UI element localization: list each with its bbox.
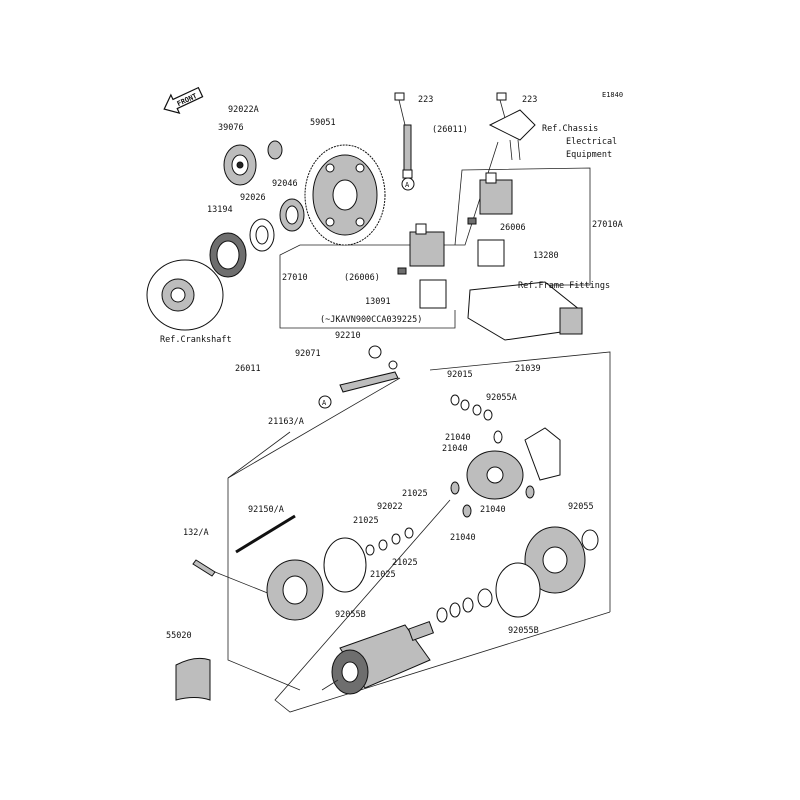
- label-92055B-left: 92055B: [335, 610, 366, 620]
- label-ref-chassis-3: Equipment: [566, 150, 612, 160]
- label-21025-c: 21025: [392, 558, 418, 568]
- front-arrow-icon: FRONT: [163, 86, 204, 114]
- part-labels: E1840 223 223 (26011) Ref.Chassis Electr…: [160, 91, 623, 641]
- label-26011: 26011: [235, 364, 261, 374]
- label-26011-top: (26011): [432, 125, 468, 135]
- label-21040-b: 21040: [442, 444, 468, 454]
- label-92210: 92210: [335, 331, 361, 341]
- label-55020: 55020: [166, 631, 192, 641]
- label-59051: 59051: [310, 118, 336, 128]
- label-27010A: 27010A: [592, 220, 623, 230]
- label-132A: 132/A: [183, 528, 209, 538]
- label-21163A: 21163/A: [268, 417, 304, 427]
- label-92022: 92022: [377, 502, 403, 512]
- label-ref-chassis-1: Ref.Chassis: [542, 124, 598, 134]
- label-39076: 39076: [218, 123, 244, 133]
- starter-cable: [339, 345, 399, 393]
- label-92046: 92046: [272, 179, 298, 189]
- label-92055A: 92055A: [486, 393, 517, 403]
- label-ref-chassis-2: Electrical: [566, 137, 617, 147]
- marker-a-mid: A: [318, 395, 332, 409]
- label-27010: 27010: [282, 273, 308, 283]
- label-serial-note: (~JKAVN900CCA039225): [320, 315, 422, 325]
- label-21040-a: 21040: [445, 433, 471, 443]
- svg-text:A: A: [405, 181, 410, 189]
- label-26006-paren: (26006): [344, 273, 380, 283]
- svg-text:A: A: [322, 399, 327, 407]
- label-92022A: 92022A: [228, 105, 259, 115]
- starter-motor-parts: [175, 394, 599, 701]
- relay-group: [394, 92, 583, 341]
- label-21040-d: 21040: [450, 533, 476, 543]
- label-92055: 92055: [568, 502, 594, 512]
- label-21040-c: 21040: [480, 505, 506, 515]
- label-92015: 92015: [447, 370, 473, 380]
- label-92150A: 92150/A: [248, 505, 284, 515]
- label-13194: 13194: [207, 205, 233, 215]
- label-21039: 21039: [515, 364, 541, 374]
- label-13280: 13280: [533, 251, 559, 261]
- label-92071: 92071: [295, 349, 321, 359]
- label-ref-frame: Ref.Frame Fittings: [518, 281, 610, 291]
- label-223-right: 223: [522, 95, 537, 105]
- label-13091: 13091: [365, 297, 391, 307]
- diagram-code: E1840: [602, 91, 623, 99]
- label-26006: 26006: [500, 223, 526, 233]
- label-21025-a: 21025: [402, 489, 428, 499]
- label-21025-b: 21025: [353, 516, 379, 526]
- label-21025-d: 21025: [370, 570, 396, 580]
- label-ref-crank: Ref.Crankshaft: [160, 335, 232, 345]
- label-92026: 92026: [240, 193, 266, 203]
- marker-a-top: A: [401, 177, 415, 191]
- label-92055B-right: 92055B: [508, 626, 539, 636]
- label-223-top: 223: [418, 95, 433, 105]
- group-frames: [209, 141, 611, 713]
- crank-gear-assembly: [146, 140, 386, 331]
